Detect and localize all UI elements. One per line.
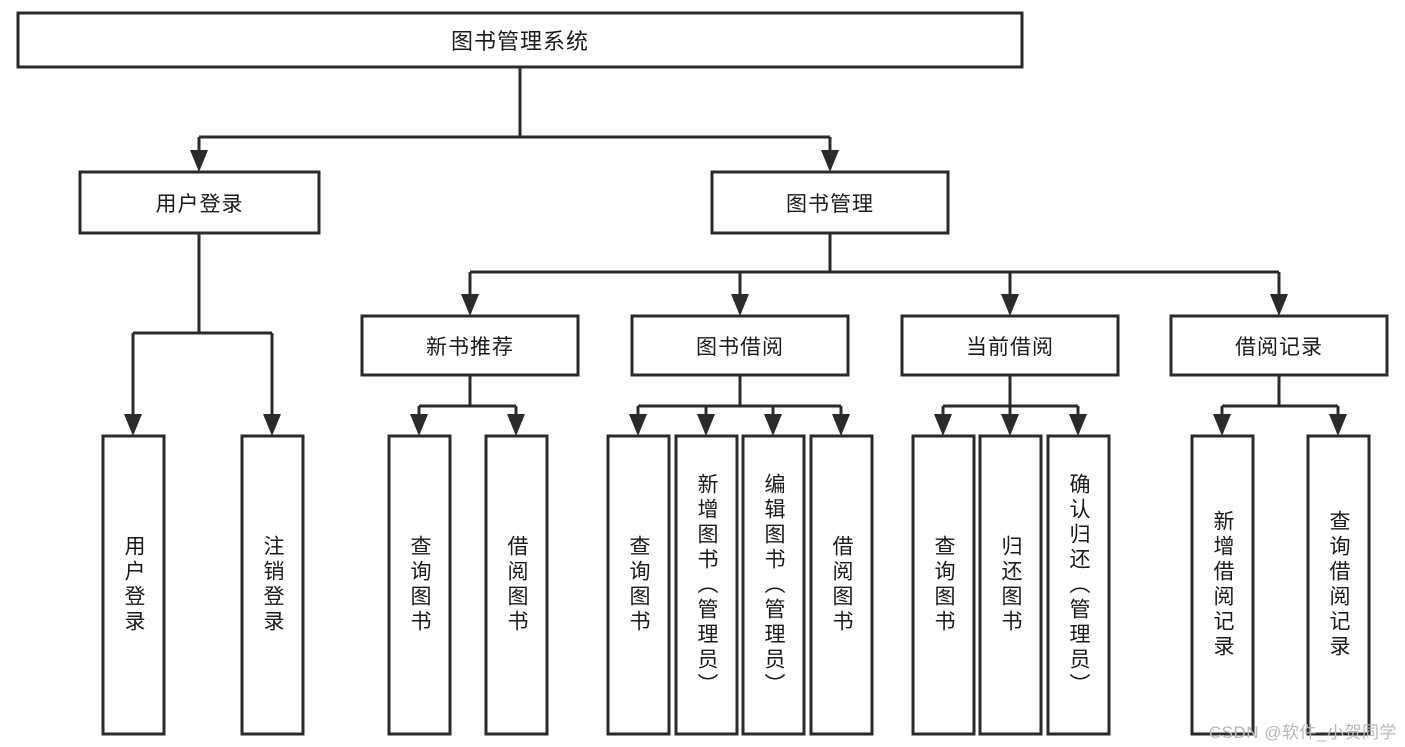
node-borrow-record[interactable] — [1169, 314, 1389, 377]
node-current-borrow[interactable] — [900, 314, 1120, 377]
node-root-system[interactable] — [16, 11, 1024, 69]
leaf-query-book-c[interactable] — [911, 434, 976, 736]
leaf-add-borrow-record[interactable] — [1190, 434, 1255, 736]
leaf-return-book[interactable] — [978, 434, 1043, 736]
arrowhead-leaf-logout — [263, 414, 281, 436]
leaf-logout[interactable] — [240, 434, 305, 736]
connector-layer — [124, 67, 1347, 436]
leaf-borrow-book-b[interactable] — [809, 434, 874, 736]
arrowhead-leaf-query-book-b — [629, 414, 647, 436]
leaf-edit-book-admin[interactable] — [741, 434, 806, 736]
node-book-management[interactable] — [710, 170, 950, 235]
node-book-borrow[interactable] — [630, 314, 850, 377]
arrowhead-leaf-query-book-c — [934, 414, 952, 436]
node-new-book-recommend[interactable] — [360, 314, 580, 377]
arrowhead-leaf-query-record — [1329, 414, 1347, 436]
arrowhead-leaf-confirm-return — [1069, 414, 1087, 436]
arrowhead-user-login — [190, 150, 208, 172]
arrowhead-leaf-edit-book — [764, 414, 782, 436]
leaf-user-login[interactable] — [101, 434, 166, 736]
arrowhead-borrow-record — [1270, 294, 1288, 316]
arrowhead-leaf-user-login — [124, 414, 142, 436]
arrowhead-leaf-return-book — [1001, 414, 1019, 436]
arrowhead-leaf-add-record — [1213, 414, 1231, 436]
leaf-borrow-book-a[interactable] — [484, 434, 549, 736]
leaf-query-borrow-record[interactable] — [1306, 434, 1371, 736]
arrowhead-current-borrow — [1001, 294, 1019, 316]
arrowhead-leaf-query-book-a — [410, 414, 428, 436]
leaf-query-book-b[interactable] — [606, 434, 671, 736]
arrowhead-new-book-rec — [461, 294, 479, 316]
node-user-login[interactable] — [78, 170, 321, 235]
leaf-confirm-return-admin[interactable] — [1046, 434, 1111, 736]
arrowhead-book-borrow — [731, 294, 749, 316]
leaf-add-book-admin[interactable] — [674, 434, 739, 736]
arrowhead-leaf-borrow-book-a — [507, 414, 525, 436]
arrowhead-leaf-add-book — [697, 414, 715, 436]
arrowhead-book-mgmt — [821, 150, 839, 172]
leaf-query-book-a[interactable] — [387, 434, 452, 736]
node-box-layer — [16, 11, 1389, 736]
arrowhead-leaf-borrow-book-b — [832, 414, 850, 436]
